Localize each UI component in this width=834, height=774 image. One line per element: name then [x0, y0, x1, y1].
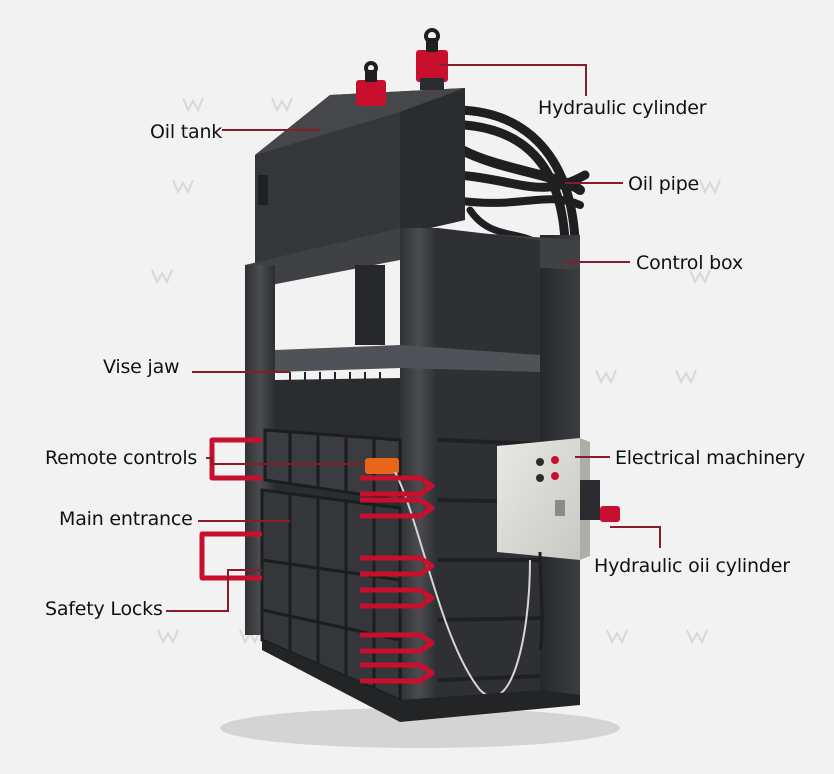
- floor-shadow: [220, 708, 620, 748]
- remote-cable: [394, 471, 531, 698]
- label-safety-locks: Safety Locks: [45, 598, 163, 620]
- label-hydraulic-cylinder: Hydraulic cylinder: [538, 97, 707, 119]
- label-electrical-machinery: Electrical machinery: [615, 447, 806, 469]
- label-oil-tank: Oil tank: [150, 121, 223, 143]
- label-vise-jaw: Vise jaw: [103, 356, 180, 378]
- watermark-logos: [151, 97, 721, 645]
- label-hydraulic-oil-cylinder: Hydraulic oii cylinder: [594, 555, 790, 577]
- label-oil-pipe: Oil pipe: [628, 173, 700, 195]
- label-control-box: Control box: [636, 252, 743, 274]
- side-hydraulic-cylinder: [580, 480, 620, 522]
- front-right-post: [400, 228, 438, 708]
- piston: [355, 265, 385, 345]
- right-side-panel: [438, 228, 540, 710]
- main-entrance-door: [260, 488, 402, 703]
- label-main-entrance: Main entrance: [59, 508, 193, 530]
- oil-tank: [255, 88, 465, 265]
- door-latches: [360, 475, 435, 684]
- remote-pendant: [365, 458, 399, 474]
- base: [262, 640, 580, 722]
- label-remote-controls: Remote controls: [45, 447, 198, 469]
- hydraulic-cylinders-top: [356, 28, 448, 106]
- vise-jaw-plate: [275, 345, 540, 372]
